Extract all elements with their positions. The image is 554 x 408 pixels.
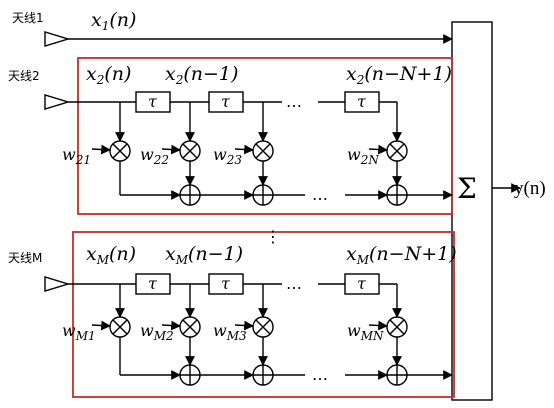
vertical-ellipsis: ⋮ <box>265 227 281 246</box>
delay-2-tau-row2: τ <box>221 92 231 111</box>
weight-arrow-0-row2 <box>91 144 111 155</box>
weight-arrow-1-rowM <box>161 320 181 331</box>
signal-row2-x: x2(n) <box>86 63 131 87</box>
multiplier-3-rowM-cross-b <box>389 319 405 335</box>
delay-ellipsis-row2: … <box>286 92 302 111</box>
weight-arrow-2-row2 <box>234 144 254 155</box>
signal-row2-xN: x2(n−N+1) <box>346 63 452 87</box>
weight-1-rowM: wM2 <box>140 321 174 343</box>
weight-arrow-3-rowM <box>368 320 388 331</box>
multiplier-3-row2-cross-b <box>389 143 405 159</box>
signal-rowM-x1: xM(n−1) <box>165 243 243 267</box>
sum-symbol: Σ <box>457 172 477 205</box>
row-2-frame <box>77 57 453 215</box>
delay-1-tau-row2: τ <box>148 92 158 111</box>
weight-arrow-0-rowM <box>91 320 111 331</box>
weight-2-row2: w23 <box>213 145 242 167</box>
antenna-icon-rowM <box>44 276 71 292</box>
weight-1-row2: w22 <box>140 145 169 167</box>
antenna-label-row2: 天线2 <box>8 69 40 83</box>
signal-rowM-xN: xM(n−N+1) <box>346 243 457 267</box>
antenna-icon-row2 <box>44 94 71 110</box>
acc-ellipsis-row2: … <box>312 185 328 204</box>
multiplier-2-row2-cross-b <box>255 143 271 159</box>
acc-ellipsis-rowM: … <box>312 365 328 384</box>
multiplier-0-row2-cross-b <box>112 143 128 159</box>
multiplier-0-rowM-cross-b <box>112 319 128 335</box>
delay-ellipsis-rowM: … <box>286 274 302 293</box>
weight-arrow-1-row2 <box>161 144 181 155</box>
antenna-label-rowM: 天线M <box>8 251 42 265</box>
row-M-frame <box>72 231 455 398</box>
weight-3-row2: w2N <box>347 145 379 167</box>
antenna-1-label: 天线1 <box>12 11 44 25</box>
weight-arrow-2-rowM <box>234 320 254 331</box>
multiplier-1-rowM-cross-b <box>182 319 198 335</box>
delay-N-tau-row2: τ <box>357 92 367 111</box>
signal-row2-x1: x2(n−1) <box>165 63 238 87</box>
weight-arrow-3-row2 <box>368 144 388 155</box>
antenna-1-icon <box>44 31 71 47</box>
weight-2-rowM: wM3 <box>213 321 247 343</box>
output-label: y(n) <box>514 178 546 199</box>
weight-0-rowM: wM1 <box>62 321 96 343</box>
delay-1-tau-rowM: τ <box>148 274 158 293</box>
signal-x1n: x1(n) <box>91 9 136 33</box>
summation-block <box>451 21 493 401</box>
delay-N-tau-rowM: τ <box>357 274 367 293</box>
multiplier-2-rowM-cross-b <box>255 319 271 335</box>
weight-0-row2: w21 <box>62 145 91 167</box>
multiplier-1-row2-cross-b <box>182 143 198 159</box>
weight-3-rowM: wMN <box>347 321 384 343</box>
delay-2-tau-rowM: τ <box>221 274 231 293</box>
signal-rowM-x: xM(n) <box>86 243 136 267</box>
